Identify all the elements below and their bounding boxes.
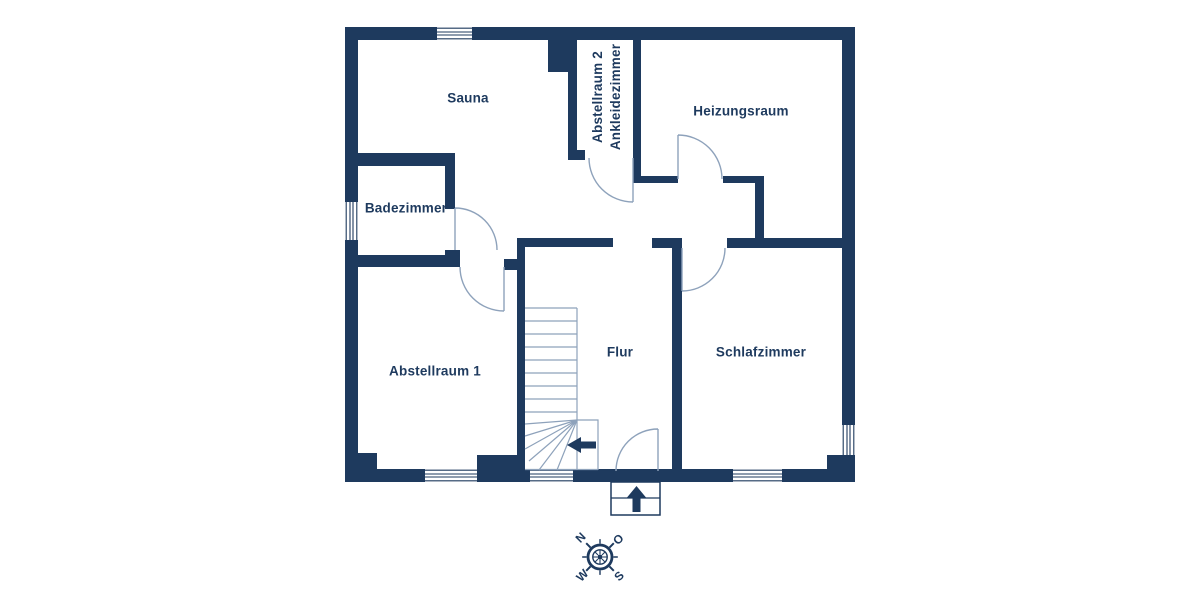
stair-treads bbox=[525, 307, 577, 413]
compass-rose-icon: N O S W bbox=[573, 530, 627, 585]
entrance-porch bbox=[610, 481, 661, 516]
interior-walls bbox=[358, 27, 843, 470]
door-entrance bbox=[615, 428, 659, 472]
entrance-arrow-icon bbox=[627, 486, 646, 512]
compass-inner-ring bbox=[592, 549, 608, 565]
compass-label-north: N bbox=[573, 530, 589, 546]
wall-abstellraum1-door-jamb bbox=[504, 259, 517, 270]
compass-cardinal-spokes bbox=[585, 542, 615, 572]
wall-sauna-right bbox=[568, 72, 577, 152]
wall-flur-top bbox=[517, 238, 613, 247]
pier-abstellraum1-right bbox=[477, 455, 517, 470]
window-stairs-bottom bbox=[530, 469, 573, 482]
room-label-heizungsraum: Heizungsraum bbox=[693, 103, 789, 119]
wall-heizungsraum-corner bbox=[755, 183, 764, 243]
wall-outer-top bbox=[345, 27, 855, 40]
windows bbox=[345, 27, 855, 482]
room-label-badezimmer: Badezimmer bbox=[364, 200, 448, 216]
door-schlafzimmer bbox=[681, 247, 726, 292]
stair-landing bbox=[525, 419, 599, 471]
room-label-abstellraum2: Abstellraum 2 Ankleidezimmer bbox=[589, 44, 625, 150]
wall-outer-right bbox=[842, 27, 855, 482]
window-badezimmer-left bbox=[345, 202, 358, 240]
room-label-schlafzimmer: Schlafzimmer bbox=[715, 344, 807, 360]
wall-heizungsraum-bottom-left bbox=[637, 176, 678, 183]
room-label-abstellraum1: Abstellraum 1 bbox=[389, 363, 481, 379]
compass-label-south: S bbox=[611, 568, 627, 584]
window-abstellraum1-bottom bbox=[425, 469, 477, 482]
compass-hub bbox=[597, 554, 603, 560]
wall-schlafzimmer-top-right bbox=[727, 238, 843, 248]
wall-stairs-left bbox=[517, 238, 525, 470]
compass-outer-ring bbox=[586, 543, 614, 571]
door-heizungsraum bbox=[677, 134, 723, 180]
room-label-abstellraum2-line1: Abstellraum 2 bbox=[590, 51, 605, 143]
room-label-abstellraum2-line2: Ankleidezimmer bbox=[608, 43, 623, 151]
compass-diagonal-spokes bbox=[582, 539, 618, 575]
wall-badezimmer-bottom bbox=[358, 255, 460, 267]
window-sauna-top bbox=[437, 27, 472, 40]
wall-sauna-corner-block bbox=[548, 27, 577, 72]
doors bbox=[454, 134, 726, 472]
room-label-sauna: Sauna bbox=[447, 90, 489, 106]
window-schlafzimmer-bottom bbox=[733, 469, 782, 482]
window-schlafzimmer-right bbox=[842, 425, 855, 455]
stair-winders bbox=[524, 419, 578, 471]
wall-badezimmer-top bbox=[358, 153, 455, 166]
wall-badezimmer-right bbox=[445, 153, 455, 209]
pier-schlafzimmer bbox=[827, 455, 843, 470]
staircase bbox=[524, 307, 599, 471]
wall-badezimmer-bottom-stub bbox=[445, 250, 460, 267]
wall-heizungsraum-bottom-right bbox=[723, 176, 764, 183]
wall-schlafzimmer-top-left bbox=[652, 238, 682, 248]
wall-heizungsraum-left bbox=[633, 27, 641, 183]
door-abstellraum1 bbox=[459, 266, 505, 312]
wall-flur-schlafzimmer bbox=[672, 248, 682, 470]
door-badezimmer bbox=[454, 207, 498, 251]
wall-outer-left bbox=[345, 27, 358, 482]
compass-hub-spokes bbox=[592, 549, 608, 565]
stairs-up-arrow-icon bbox=[567, 437, 596, 453]
room-label-flur: Flur bbox=[606, 344, 634, 360]
wall-abstellraum2-door-stub bbox=[568, 150, 585, 160]
pier-abstellraum1-left bbox=[358, 453, 377, 470]
door-abstellraum2 bbox=[588, 157, 634, 203]
